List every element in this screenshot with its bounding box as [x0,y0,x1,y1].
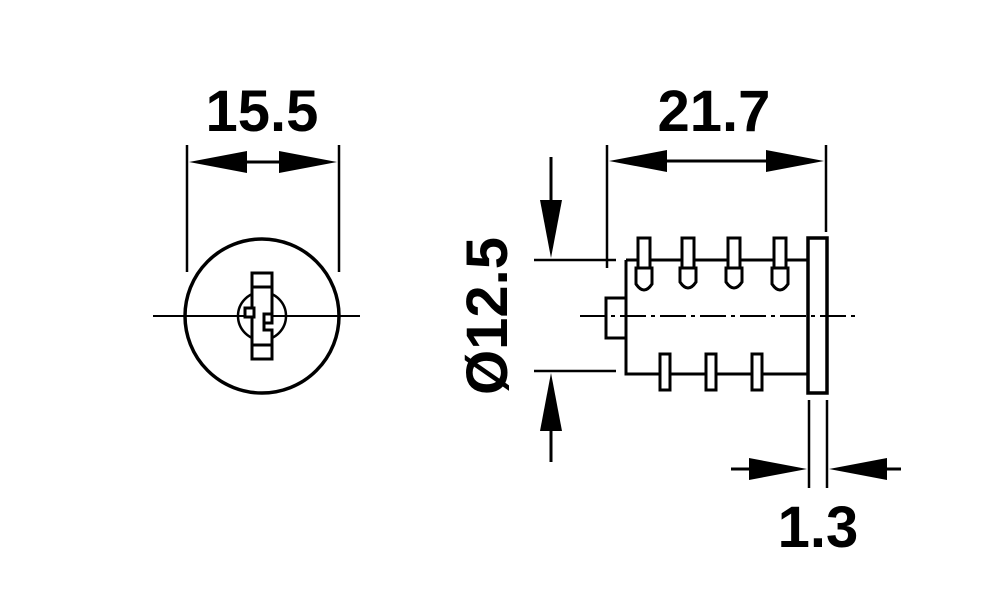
length-dimension-line [609,150,824,172]
diameter-arrow-top [540,157,562,258]
bottom-pin-3 [750,352,764,392]
top-pin-4 [770,236,790,292]
bottom-tumbler-pins [658,352,764,392]
flange-arrow-right [829,458,901,480]
cam-stub [604,296,628,340]
bottom-pin-1 [658,352,672,392]
flange-arrow-left [731,458,807,480]
diameter-dimension-label: Ø12.5 [455,237,520,395]
keyway [243,271,274,361]
top-pin-3 [724,236,744,290]
top-pin-1 [634,236,654,292]
length-dimension-label: 21.7 [658,79,771,144]
top-pin-2 [678,236,698,290]
flange-dimension-label: 1.3 [778,495,859,560]
top-tumbler-pins [634,236,790,292]
bottom-pin-2 [704,352,718,392]
front-view [153,145,360,395]
front-width-dimension-line [189,151,337,173]
front-width-dimension-label: 15.5 [206,79,319,144]
diameter-arrow-bottom [540,373,562,462]
side-view [534,145,901,488]
